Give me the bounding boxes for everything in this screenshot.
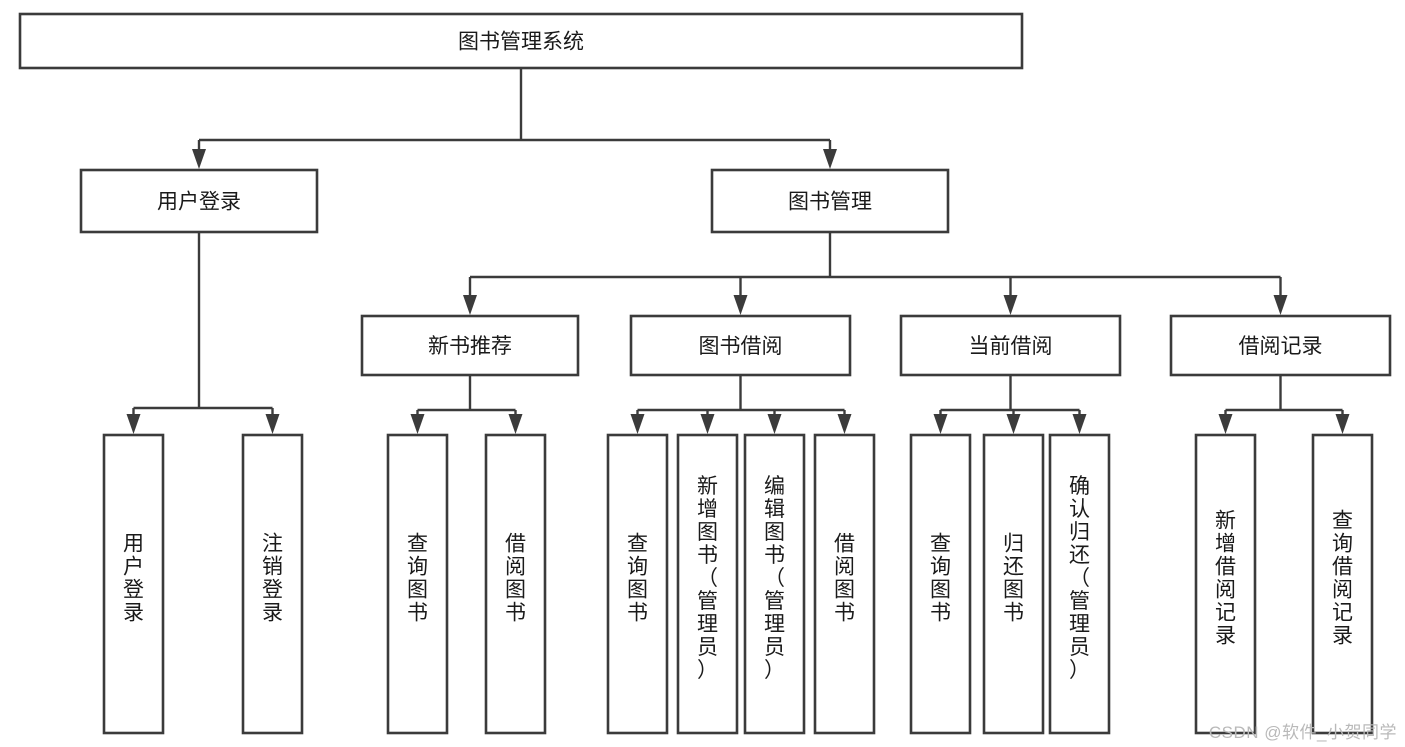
node-leaf-logout-label: 注销登录: [262, 533, 283, 625]
arrow-head-icon: [508, 414, 523, 434]
node-leaf-borrow-book-2[interactable]: 借阅图书: [813, 433, 876, 735]
node-leaf-add-record-label: 新增借阅记录: [1215, 510, 1236, 648]
node-leaf-user-login[interactable]: 用户登录: [102, 433, 165, 735]
node-current-borrow-label: 当前借阅: [969, 335, 1053, 358]
node-leaf-add-book[interactable]: 新增图书（管理员）: [676, 433, 739, 735]
node-root-system[interactable]: 图书管理系统: [18, 12, 1024, 70]
node-leaf-borrow-book-2-label: 借阅图书: [834, 533, 855, 625]
arrow-head-icon: [1006, 414, 1021, 434]
node-book-borrow-box: [629, 314, 852, 377]
node-current-borrow[interactable]: 当前借阅: [899, 314, 1122, 377]
node-user-login-label: 用户登录: [157, 191, 241, 214]
node-user-login[interactable]: 用户登录: [79, 168, 319, 234]
node-new-book-recommend-label: 新书推荐: [428, 335, 512, 358]
node-leaf-query-book-1-label: 查询图书: [407, 533, 428, 625]
arrow-head-icon: [1218, 414, 1233, 434]
node-leaf-query-book-1[interactable]: 查询图书: [386, 433, 449, 735]
node-leaf-query-book-1-box: [386, 433, 449, 735]
node-leaf-logout[interactable]: 注销登录: [241, 433, 304, 735]
node-root-system-label: 图书管理系统: [458, 31, 584, 54]
node-book-management[interactable]: 图书管理: [710, 168, 950, 234]
node-leaf-borrow-book-2-box: [813, 433, 876, 735]
node-leaf-user-login-box: [102, 433, 165, 735]
node-leaf-borrow-book-1[interactable]: 借阅图书: [484, 433, 547, 735]
node-leaf-query-book-3-label: 查询图书: [930, 533, 951, 625]
arrow-head-icon: [463, 295, 477, 315]
arrow-head-icon: [630, 414, 645, 434]
node-leaf-query-book-3-box: [909, 433, 972, 735]
node-leaf-query-book-2-label: 查询图书: [627, 533, 648, 625]
node-leaf-return-book[interactable]: 归还图书: [982, 433, 1045, 735]
node-leaf-confirm-return-label: 确认归还（管理员）: [1069, 475, 1090, 682]
node-leaf-borrow-book-1-label: 借阅图书: [505, 533, 526, 625]
connector-lines-layer: [126, 68, 1350, 434]
node-leaf-edit-book-box: [743, 433, 806, 735]
node-leaf-borrow-book-1-box: [484, 433, 547, 735]
arrow-head-icon: [410, 414, 425, 434]
node-leaf-query-record-label: 查询借阅记录: [1332, 510, 1353, 648]
node-leaf-add-book-label: 新增图书（管理员）: [697, 475, 718, 682]
node-leaf-edit-book[interactable]: 编辑图书（管理员）: [743, 433, 806, 735]
arrow-head-icon: [700, 414, 715, 434]
arrow-head-icon: [126, 414, 141, 434]
arrow-head-icon: [933, 414, 948, 434]
arrow-head-icon: [837, 414, 852, 434]
node-book-management-label: 图书管理: [788, 191, 872, 214]
node-new-book-recommend[interactable]: 新书推荐: [360, 314, 580, 377]
node-user-login-box: [79, 168, 319, 234]
node-new-book-recommend-box: [360, 314, 580, 377]
arrow-head-icon: [1003, 295, 1018, 315]
arrow-head-icon: [767, 414, 782, 434]
arrow-head-icon: [823, 149, 837, 169]
arrow-head-icon: [1273, 295, 1288, 315]
arrow-head-icon: [265, 414, 280, 434]
node-boxes-layer: 图书管理系统用户登录图书管理新书推荐图书借阅当前借阅借阅记录用户登录注销登录查询…: [18, 12, 1392, 735]
node-borrow-record[interactable]: 借阅记录: [1169, 314, 1392, 377]
node-borrow-record-label: 借阅记录: [1239, 335, 1323, 358]
node-leaf-query-record-box: [1311, 433, 1374, 735]
node-borrow-record-box: [1169, 314, 1392, 377]
arrow-head-icon: [1335, 414, 1350, 434]
arrow-head-icon: [192, 149, 206, 169]
node-leaf-query-record[interactable]: 查询借阅记录: [1311, 433, 1374, 735]
node-leaf-return-book-box: [982, 433, 1045, 735]
node-root-system-box: [18, 12, 1024, 70]
node-book-borrow-label: 图书借阅: [699, 335, 783, 358]
node-book-management-box: [710, 168, 950, 234]
node-leaf-add-book-box: [676, 433, 739, 735]
node-leaf-add-record-box: [1194, 433, 1257, 735]
node-leaf-confirm-return-box: [1048, 433, 1111, 735]
node-current-borrow-box: [899, 314, 1122, 377]
node-leaf-query-book-2-box: [606, 433, 669, 735]
node-leaf-edit-book-label: 编辑图书（管理员）: [764, 475, 785, 682]
node-leaf-return-book-label: 归还图书: [1003, 533, 1024, 625]
node-leaf-logout-box: [241, 433, 304, 735]
node-book-borrow[interactable]: 图书借阅: [629, 314, 852, 377]
node-leaf-add-record[interactable]: 新增借阅记录: [1194, 433, 1257, 735]
arrow-head-icon: [1072, 414, 1087, 434]
node-leaf-confirm-return[interactable]: 确认归还（管理员）: [1048, 433, 1111, 735]
node-leaf-query-book-2[interactable]: 查询图书: [606, 433, 669, 735]
node-leaf-user-login-label: 用户登录: [123, 533, 144, 625]
arrow-head-icon: [733, 295, 748, 315]
node-leaf-query-book-3[interactable]: 查询图书: [909, 433, 972, 735]
